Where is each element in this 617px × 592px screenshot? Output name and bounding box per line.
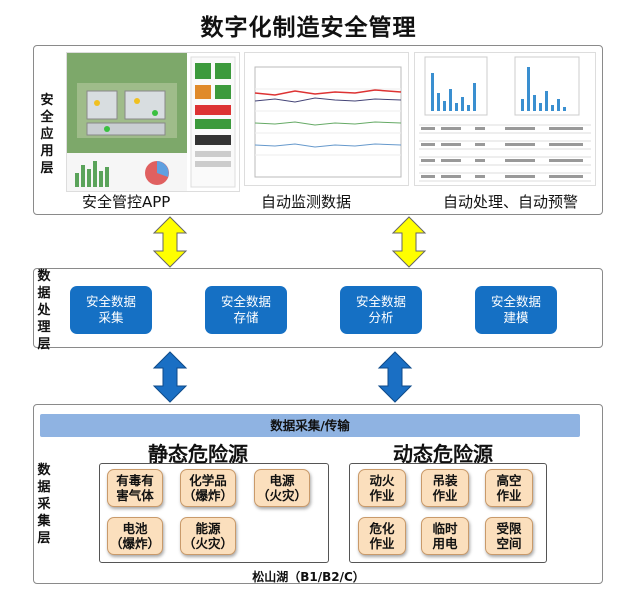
safety-app-screenshot [66,52,240,192]
static-hazards-title: 静态危险源 [148,442,248,466]
caption-auto-warning: 自动处理、自动预警 [443,193,579,211]
hazard-power: 电源 （火灾） [254,469,310,507]
module-data-analysis: 安全数据 分析 [340,286,422,334]
hazard-battery: 电池 （爆炸） [107,517,163,555]
hazard-hot-work: 动火 作业 [358,469,406,507]
factory-map-thumbnail [67,53,236,191]
dynamic-hazards-group [349,463,547,563]
module-data-collection: 安全数据 采集 [70,286,152,334]
blue-double-arrow-left [152,351,188,403]
hazard-energy: 能源 （火灾） [180,517,236,555]
hazard-hazchem-work: 危化 作业 [358,517,406,555]
caption-safety-app: 安全管控APP [82,193,171,211]
module-data-modeling: 安全数据 建模 [475,286,557,334]
auto-warning-screenshot [414,52,596,186]
hazard-toxic-gas: 有毒有 害气体 [107,469,163,507]
site-footer: 松山湖（B1/B2/C） [252,570,365,584]
page-title: 数字化制造安全管理 [200,15,417,41]
blue-double-arrow-right [377,351,413,403]
yellow-double-arrow-right [391,216,427,268]
caption-monitoring-data: 自动监测数据 [261,193,352,211]
monitoring-chart-thumbnail [254,66,402,178]
hazard-temporary-power: 临时 用电 [421,517,469,555]
hazard-lifting: 吊装 作业 [421,469,469,507]
dynamic-hazards-title: 动态危险源 [393,442,493,466]
module-data-storage: 安全数据 存储 [205,286,287,334]
collection-layer-label: 数据采集层 [37,463,51,546]
data-transfer-banner: 数据采集/传输 [40,414,580,437]
static-hazards-group [99,463,329,563]
hazard-confined-space: 受限 空间 [485,517,533,555]
hazard-height-work: 高空 作业 [485,469,533,507]
monitoring-data-screenshot [244,52,409,186]
yellow-double-arrow-left [152,216,188,268]
application-layer-label: 安全应用层 [40,93,54,176]
warning-table-thumbnail [419,56,591,182]
processing-layer-label: 数据处理层 [37,269,51,352]
hazard-chemicals: 化学品 （爆炸） [180,469,236,507]
